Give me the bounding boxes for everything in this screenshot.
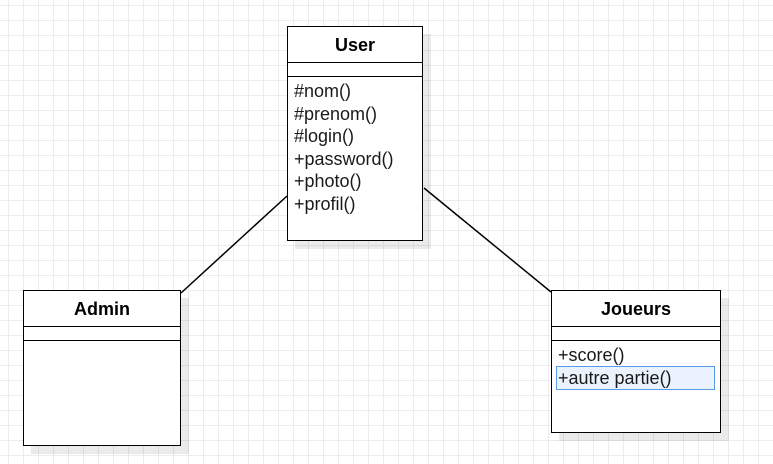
method-photo[interactable]: +photo()	[294, 171, 362, 191]
attributes-section-admin[interactable]	[24, 327, 180, 341]
class-user[interactable]: User #nom() #prenom() #login() +password…	[287, 26, 423, 241]
class-name-joueurs[interactable]: Joueurs	[552, 291, 720, 327]
method-login[interactable]: #login()	[294, 126, 355, 146]
methods-section-admin[interactable]	[24, 341, 180, 344]
class-admin[interactable]: Admin	[23, 290, 181, 446]
method-profil[interactable]: +profil()	[294, 193, 356, 214]
method-nom[interactable]: #nom()	[294, 81, 352, 101]
method-autre-partie[interactable]: +autre partie()	[556, 365, 715, 390]
method-password[interactable]: +password()	[294, 148, 394, 169]
methods-section-joueurs[interactable]: +score() +autre partie()	[552, 341, 720, 390]
attributes-section-user[interactable]	[288, 63, 422, 77]
methods-section-user[interactable]: #nom() #prenom() #login() +password() +p…	[288, 77, 422, 215]
method-score[interactable]: +score()	[558, 345, 625, 365]
class-name-admin[interactable]: Admin	[24, 291, 180, 327]
association-user-admin[interactable]	[180, 195, 288, 294]
class-name-user[interactable]: User	[288, 27, 422, 63]
attributes-section-joueurs[interactable]	[552, 327, 720, 341]
association-user-joueurs[interactable]	[423, 187, 552, 293]
class-joueurs[interactable]: Joueurs +score() +autre partie()	[551, 290, 721, 433]
method-prenom[interactable]: #prenom()	[294, 103, 378, 124]
